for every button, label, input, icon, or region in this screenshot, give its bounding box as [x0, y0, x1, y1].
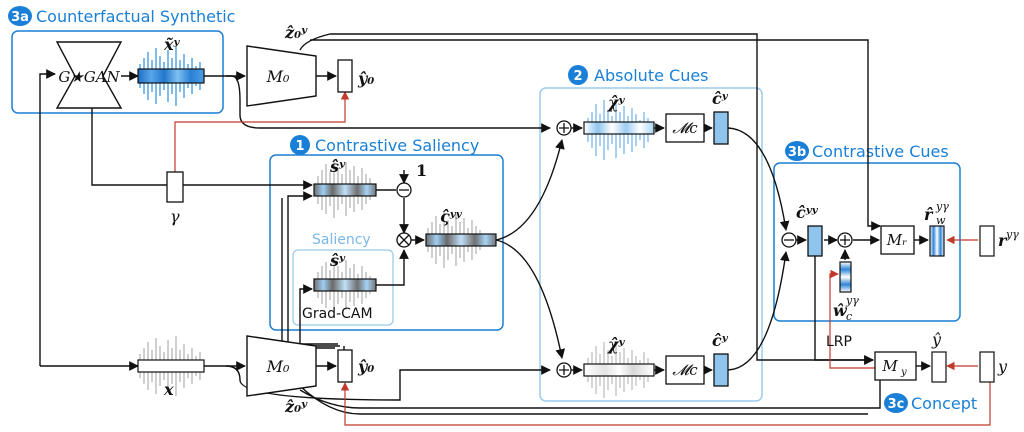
minus-op	[396, 182, 412, 198]
svg-text:yγ: yγ	[845, 294, 859, 307]
svg-text:3c: 3c	[888, 397, 905, 412]
wires	[39, 33, 931, 415]
generator-block: G★GAN	[55, 41, 123, 109]
svg-text:3a: 3a	[11, 10, 29, 25]
model-m0-bottom: M₀	[246, 335, 317, 397]
section-box-saliency-inner	[292, 249, 394, 326]
y0-bottom-box	[337, 349, 353, 383]
s-gamma-label: ŝʸ	[329, 157, 346, 176]
svg-text:r: r	[998, 231, 1008, 250]
waveform-x	[139, 336, 201, 396]
x-label: x	[163, 380, 174, 399]
svg-text:r̂: r̂	[924, 205, 934, 224]
chi-y-label: χ̂ʸ	[607, 335, 626, 354]
y0-top-box	[337, 59, 353, 93]
section-heading-3b: 3b Contrastive Cues	[785, 141, 949, 161]
r-ref-box	[979, 225, 995, 257]
one-label: 1	[416, 161, 427, 180]
model-mr: Mᵣ	[880, 225, 915, 255]
gradcam-label: Grad-CAM	[302, 306, 373, 322]
waveform-s-y	[317, 258, 371, 312]
section-box-contrastive-cues	[773, 162, 961, 322]
svg-text:yγ: yγ	[1005, 228, 1019, 241]
varsigma-label: ς̂ʸʸ	[440, 207, 463, 226]
c-gamma-label: ĉʸ	[712, 89, 729, 108]
z0-top-label: ẑ₀ʸ	[284, 23, 308, 42]
y-box	[979, 351, 995, 383]
c-y-vector	[713, 353, 729, 387]
y0-bottom-label: ŷ₀	[357, 357, 374, 376]
svg-text:M₀: M₀	[266, 357, 290, 376]
c-y-label: ĉʸ	[712, 331, 729, 350]
svg-text:Contrastive Saliency: Contrastive Saliency	[315, 136, 479, 155]
svg-text:1: 1	[295, 139, 304, 154]
waveform-varsigma	[427, 212, 481, 268]
w-c-label: ŵ yγ c	[833, 294, 859, 323]
s-y-strip	[313, 278, 377, 292]
x-input-strip	[137, 359, 205, 373]
y0-top-label: ŷ₀	[357, 69, 374, 88]
r-hat-label: r̂ yγ w	[924, 200, 949, 227]
c-ygamma-label: ĉʸʸ	[796, 203, 819, 222]
svg-text:w: w	[936, 214, 946, 227]
z0-bottom-label: ẑ₀ʸ	[284, 397, 308, 416]
y-hat-label: ŷ	[931, 330, 942, 349]
lrp-label: LRP	[826, 334, 852, 350]
waveform-chi-y	[587, 342, 649, 398]
multiply-op	[396, 232, 412, 248]
section-box-counterfactual	[11, 30, 224, 114]
svg-text:Mᵣ: Mᵣ	[886, 231, 908, 249]
s-gamma-strip	[313, 183, 377, 197]
concept-model-top: 𝓜c	[665, 113, 705, 143]
section-heading-2: 2 Absolute Cues	[568, 65, 709, 85]
saliency-label: Saliency	[312, 232, 371, 248]
svg-text:M₀: M₀	[266, 67, 290, 86]
gamma-box	[166, 171, 184, 203]
y-hat-box	[931, 351, 947, 383]
svg-text:y: y	[900, 367, 907, 378]
svg-text:2: 2	[573, 69, 582, 84]
svg-text:𝓜c: 𝓜c	[672, 119, 698, 137]
model-my: M y	[874, 351, 917, 381]
w-c-vector	[839, 261, 852, 293]
contrastive-minus-op	[781, 232, 797, 248]
svg-text:3b: 3b	[788, 145, 806, 160]
section-heading-1: 1 Contrastive Saliency	[290, 135, 479, 155]
svg-text:yγ: yγ	[935, 200, 949, 213]
svg-text:Concept: Concept	[911, 394, 977, 413]
chi-gamma-strip	[583, 121, 655, 135]
svg-text:𝓜c: 𝓜c	[672, 361, 698, 379]
section-box-absolute-cues	[539, 87, 763, 402]
svg-text:G★GAN: G★GAN	[58, 68, 120, 86]
r-hat-vector	[929, 225, 945, 257]
r-ref-label: r yγ	[998, 228, 1019, 250]
sum-op-top	[556, 120, 572, 136]
x-tilde-strip	[137, 68, 205, 84]
gamma-label: γ	[170, 207, 180, 226]
svg-text:Absolute Cues: Absolute Cues	[594, 66, 709, 85]
svg-text:c: c	[846, 310, 852, 323]
section-heading-3a: 3a Counterfactual Synthetic	[8, 6, 235, 26]
x-tilde-label: x̃ʸ	[163, 35, 181, 54]
y-label: y	[997, 357, 1008, 376]
svg-text:M: M	[881, 357, 898, 375]
svg-text:Counterfactual Synthetic: Counterfactual Synthetic	[36, 7, 235, 26]
waveform-s-gamma	[317, 160, 371, 218]
red-wires	[174, 91, 991, 426]
chi-gamma-label: χ̂ʸ	[607, 93, 626, 112]
section-heading-3c: 3c Concept	[884, 393, 977, 413]
chi-y-strip	[583, 363, 655, 377]
s-y-label: ŝʸ	[329, 251, 346, 270]
c-ygamma-vector	[807, 225, 823, 257]
svg-text:ŵ: ŵ	[833, 301, 848, 320]
c-gamma-vector	[713, 111, 729, 145]
svg-text:Contrastive Cues: Contrastive Cues	[812, 142, 949, 161]
sum-op-bottom	[556, 362, 572, 378]
varsigma-strip	[425, 233, 497, 247]
plus-op	[837, 232, 853, 248]
model-m0-top: M₀	[246, 45, 317, 107]
concept-model-bottom: 𝓜c	[665, 355, 705, 385]
